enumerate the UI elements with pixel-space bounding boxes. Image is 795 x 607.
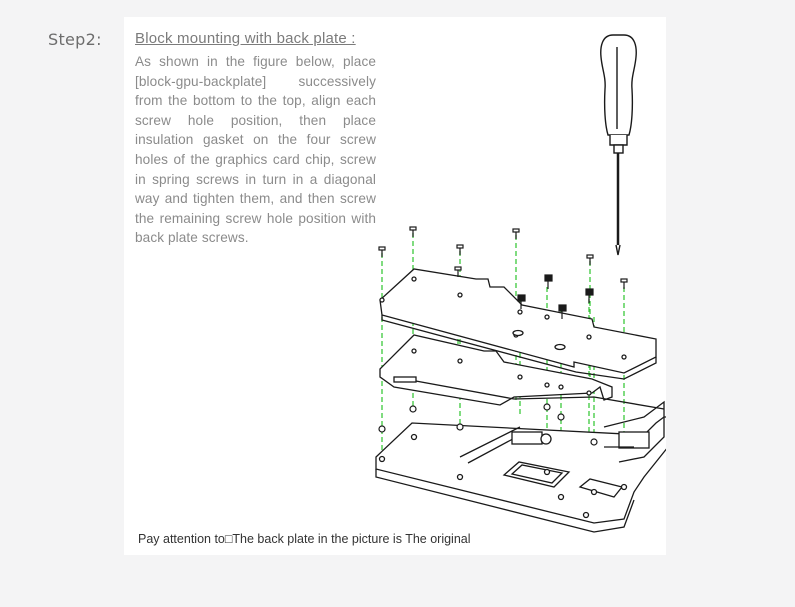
screw (512, 228, 520, 239)
attention-note: Pay attention to□The back plate in the p… (138, 532, 471, 546)
spring-screw (558, 304, 567, 319)
back-plate (379, 268, 657, 380)
screws (378, 226, 628, 446)
spring-screw (517, 294, 526, 309)
screwdriver-icon (600, 34, 637, 256)
instruction-text: As shown in the figure below, place [blo… (135, 54, 376, 246)
graphics-card-pcb (379, 334, 665, 410)
spring-screw (585, 288, 594, 303)
screw (586, 254, 594, 265)
step-label: Step2: (48, 30, 102, 49)
screw (620, 278, 628, 289)
screw (454, 266, 462, 277)
water-block (375, 400, 666, 533)
screw (409, 226, 417, 237)
screw (456, 244, 464, 255)
instruction-card: Block mounting with back plate : As show… (124, 17, 666, 555)
section-heading: Block mounting with back plate : (135, 30, 356, 47)
assembly-illustration (375, 34, 666, 533)
screw (378, 246, 386, 257)
spring-screw (544, 274, 553, 289)
